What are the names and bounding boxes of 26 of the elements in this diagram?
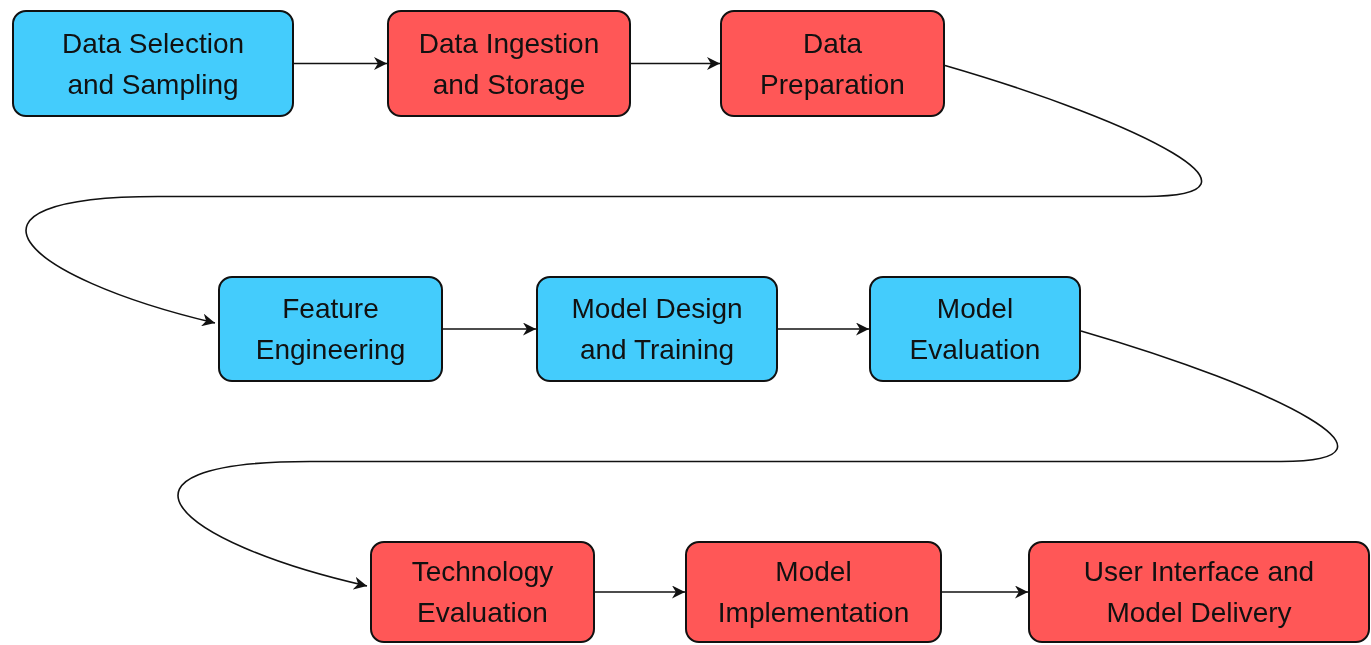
arrow <box>777 322 870 336</box>
process-box <box>685 541 942 643</box>
step-label: Data Selection and Sampling <box>60 26 246 102</box>
process-box <box>387 10 631 117</box>
step-label: Data Preparation <box>759 26 906 102</box>
arrow <box>177 330 1338 590</box>
step-label: Model Design and Training <box>570 292 744 367</box>
step-label: Feature Engineering <box>254 292 407 367</box>
process-box <box>370 541 595 643</box>
arrow <box>630 57 721 70</box>
arrow <box>293 57 388 70</box>
arrow <box>442 322 537 336</box>
arrow <box>941 585 1029 599</box>
step-label: Model Implementation <box>716 555 911 630</box>
process-box <box>536 276 778 382</box>
step-label: Data Ingestion and Storage <box>417 26 601 102</box>
arrow <box>594 585 686 599</box>
process-box <box>218 276 443 382</box>
step-label: Technology Evaluation <box>410 555 555 630</box>
process-box <box>869 276 1081 382</box>
step-label: User Interface and Model Delivery <box>1082 555 1316 630</box>
process-box <box>720 10 945 117</box>
process-box <box>12 10 294 117</box>
process-box <box>1028 541 1370 643</box>
step-label: Model Evaluation <box>908 292 1042 367</box>
arrow <box>25 64 1202 326</box>
